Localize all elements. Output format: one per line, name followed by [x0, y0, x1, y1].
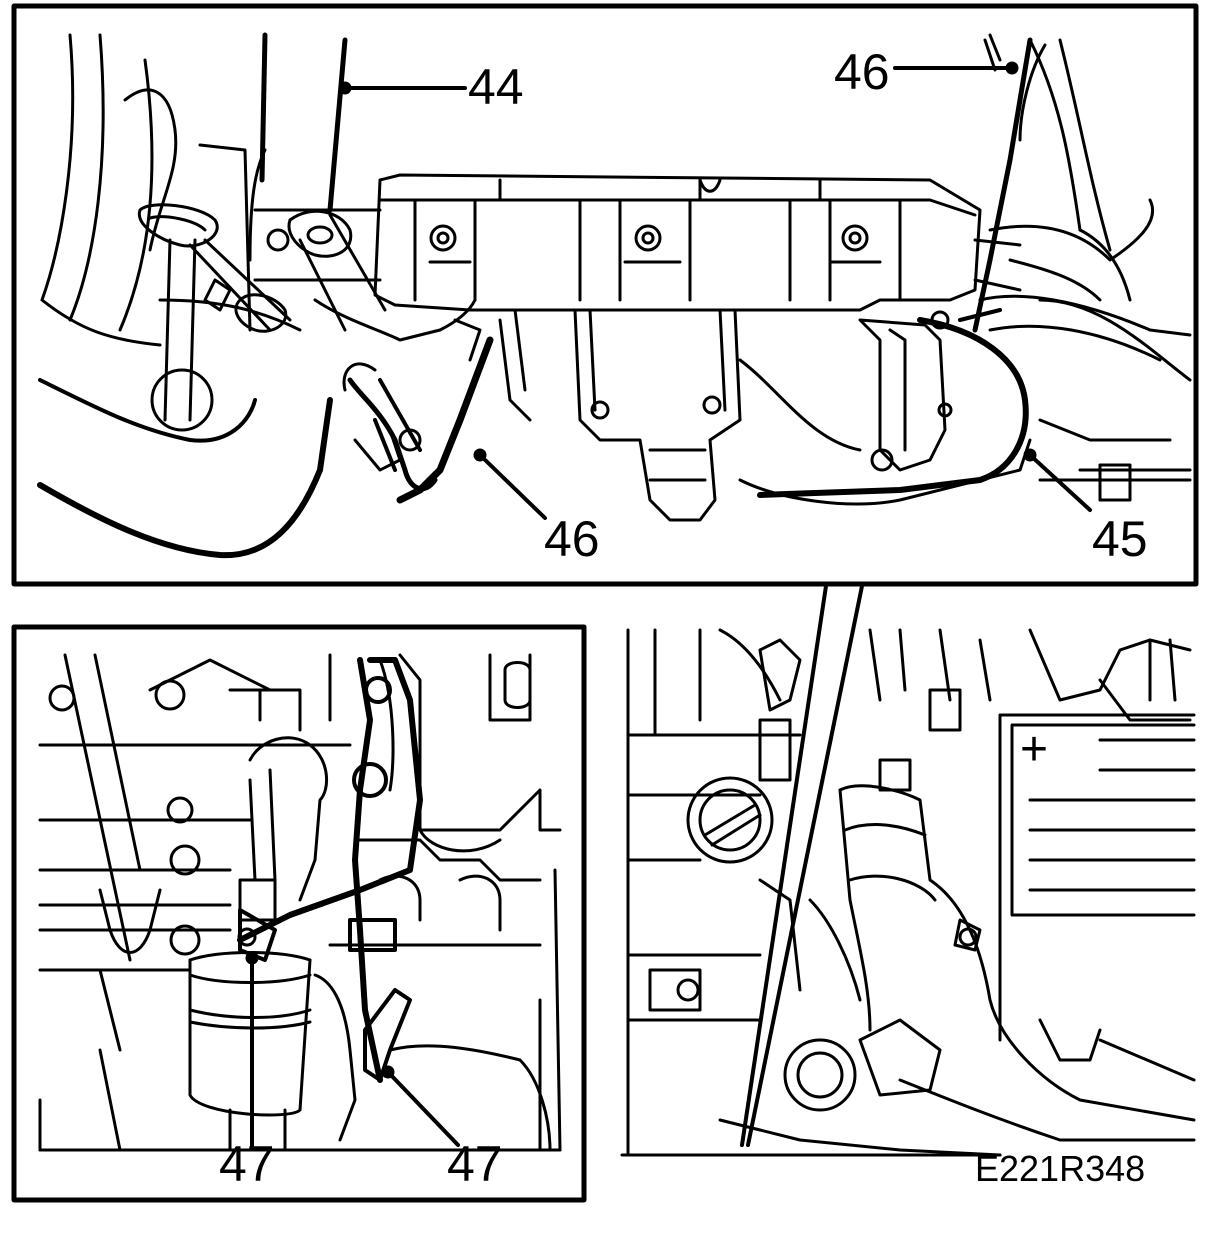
bottom-left-detail-drawing: [40, 655, 560, 1150]
top-detail-drawing: [40, 35, 1190, 555]
bottom-left-detail-panel: [14, 627, 584, 1200]
callout-46-bottom: 46: [544, 511, 600, 567]
leader-line-45: [1030, 455, 1090, 510]
oil-line: [760, 320, 1026, 495]
dipstick-tube: [262, 35, 345, 210]
top-panel-frame: [14, 6, 1196, 584]
top-detail-panel: [14, 6, 1196, 584]
pan-bolt: [431, 226, 455, 250]
intake-hose: [840, 786, 1194, 1120]
oil-filler-cap: [688, 778, 772, 862]
leader-line-46-bottom: [480, 455, 545, 518]
callout-46-top: 46: [834, 44, 890, 100]
battery-plus-symbol: +: [1020, 723, 1048, 776]
oil-cooler-pipe: [355, 660, 380, 1080]
oil-filter: [190, 960, 310, 1115]
leader-line-47-right: [388, 1072, 458, 1145]
oil-pan: [375, 175, 980, 310]
oil-line: [975, 40, 1030, 330]
oil-cooler-pipe: [240, 660, 420, 940]
zoom-leader-line: [742, 586, 826, 1145]
zoom-leader-line: [748, 586, 862, 1145]
figure-reference-code: E221R348: [975, 1148, 1145, 1189]
callout-44: 44: [468, 59, 524, 115]
callout-45: 45: [1092, 511, 1148, 567]
oil-line: [400, 340, 490, 500]
callout-47-left: 47: [219, 1136, 275, 1192]
overview-panel: +: [622, 586, 1194, 1155]
overview-engine-bay: [622, 630, 1194, 1155]
battery-outline: [1000, 715, 1194, 1040]
callout-47-right: 47: [447, 1136, 503, 1192]
pan-bolt: [843, 226, 867, 250]
bottom-left-panel-frame: [14, 627, 584, 1200]
pan-bolt: [636, 226, 660, 250]
